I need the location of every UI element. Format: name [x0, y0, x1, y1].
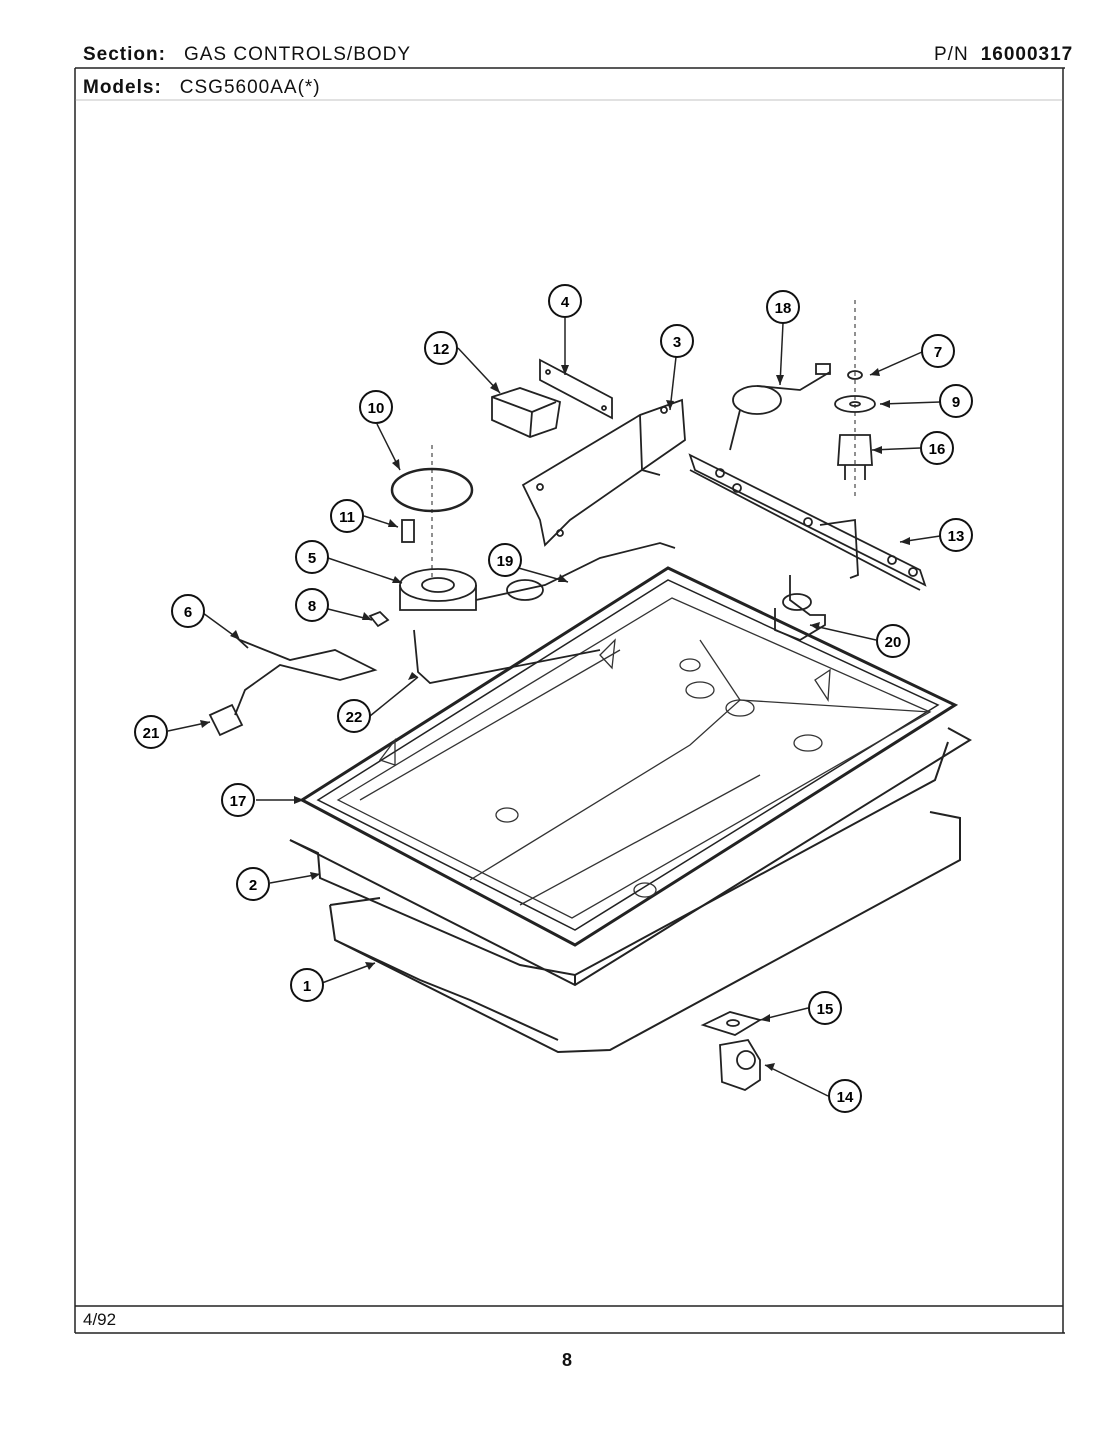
- svg-text:10: 10: [368, 400, 385, 417]
- callout-9: 9: [939, 384, 973, 418]
- svg-text:7: 7: [934, 344, 942, 361]
- callout-22: 22: [337, 699, 371, 733]
- svg-text:2: 2: [249, 877, 257, 894]
- svg-text:6: 6: [184, 604, 192, 621]
- section-header: Section: GAS CONTROLS/BODY: [83, 44, 411, 66]
- top-gasket-frame: [299, 566, 959, 947]
- callout-10: 10: [359, 390, 393, 424]
- svg-text:13: 13: [948, 528, 965, 545]
- base-pan: [329, 811, 961, 1054]
- svg-text:5: 5: [308, 550, 316, 567]
- control-box: [491, 387, 562, 438]
- callout-14: 14: [828, 1079, 862, 1113]
- svg-text:12: 12: [433, 341, 450, 358]
- svg-text:19: 19: [497, 553, 514, 570]
- callout-2: 2: [236, 867, 270, 901]
- inner-pan-detail: [336, 597, 932, 919]
- svg-text:9: 9: [952, 394, 960, 411]
- callout-17: 17: [221, 783, 255, 817]
- callout-13: 13: [939, 518, 973, 552]
- callout-5: 5: [295, 540, 329, 574]
- part-number-header: P/N 16000317: [934, 44, 1073, 66]
- callout-15: 15: [808, 991, 842, 1025]
- callout-19: 19: [488, 543, 522, 577]
- spark-parts: [700, 1011, 763, 1091]
- manifold: [688, 453, 927, 591]
- callout-16: 16: [920, 431, 954, 465]
- pn-value: 16000317: [980, 44, 1074, 65]
- wires: [413, 542, 676, 684]
- page-number: 8: [562, 1350, 573, 1370]
- arrowheads: [200, 365, 910, 1071]
- svg-text:8: 8: [308, 598, 316, 615]
- pn-label: P/N: [934, 44, 969, 65]
- small-clip: [368, 610, 390, 628]
- callout-11: 11: [330, 499, 364, 533]
- bracket: [521, 398, 686, 547]
- valve-parts: [834, 300, 876, 500]
- callout-1: 1: [290, 968, 324, 1002]
- page-frame: [74, 67, 1065, 1334]
- svg-text:3: 3: [673, 334, 681, 351]
- svg-text:4: 4: [561, 294, 570, 311]
- models-header: Models: CSG5600AA(*): [83, 77, 321, 99]
- svg-text:14: 14: [837, 1089, 854, 1106]
- callout-3: 3: [660, 324, 694, 358]
- callout-7: 7: [921, 334, 955, 368]
- callout-21: 21: [134, 715, 168, 749]
- revision-date: 4/92: [83, 1310, 117, 1329]
- leader-lines: [167, 318, 941, 1097]
- svg-text:20: 20: [885, 634, 902, 651]
- section-label: Section:: [83, 44, 166, 65]
- callout-12: 12: [424, 331, 458, 365]
- callouts: 1 2 3 4 5 6 7 8 9 10 11 12 13 14 15 16 1…: [134, 284, 973, 1113]
- models-label: Models:: [83, 77, 162, 98]
- svg-text:1: 1: [303, 978, 311, 995]
- svg-text:15: 15: [817, 1001, 834, 1018]
- svg-text:22: 22: [346, 709, 363, 726]
- callout-6: 6: [171, 594, 205, 628]
- svg-text:17: 17: [230, 793, 247, 810]
- svg-text:21: 21: [143, 725, 160, 742]
- svg-text:11: 11: [339, 509, 355, 526]
- callout-4: 4: [548, 284, 582, 318]
- callout-8: 8: [295, 588, 329, 622]
- regulator: [399, 445, 477, 611]
- body-pan: [289, 727, 972, 987]
- valve-assembly: [774, 575, 826, 642]
- gas-tube: [729, 363, 831, 451]
- callout-18: 18: [766, 290, 800, 324]
- callout-20: 20: [876, 624, 910, 658]
- plate: [539, 358, 613, 420]
- section-value: GAS CONTROLS/BODY: [183, 44, 412, 65]
- svg-text:18: 18: [775, 300, 792, 317]
- models-value: CSG5600AA(*): [179, 77, 321, 98]
- svg-text:16: 16: [929, 441, 946, 458]
